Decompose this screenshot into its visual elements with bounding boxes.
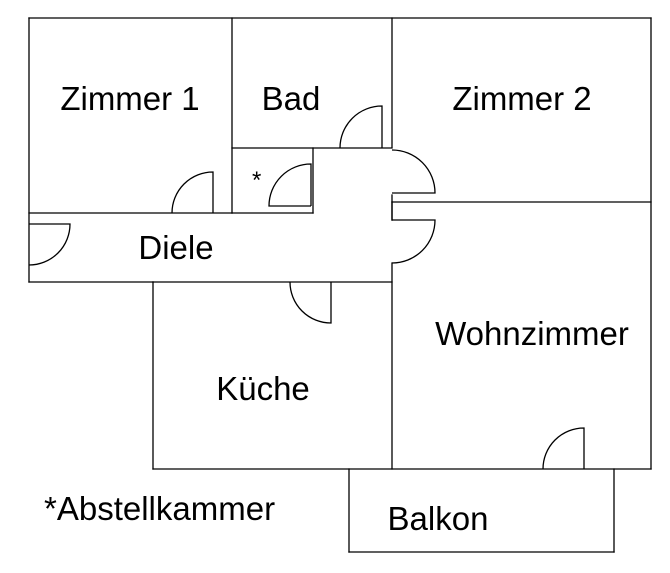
label-diele: Diele: [138, 229, 213, 266]
label-kueche: Küche: [216, 370, 310, 407]
doors: [28, 105, 585, 470]
door-kueche: [289, 281, 332, 324]
door-zimmer1: [171, 171, 214, 214]
door-bad: [339, 105, 383, 149]
label-wohnzimmer: Wohnzimmer: [435, 315, 629, 352]
footnote-abstellkammer: *Abstellkammer: [44, 490, 275, 527]
label-bad: Bad: [262, 80, 321, 117]
door-entry: [28, 223, 71, 266]
door-balkon: [542, 427, 585, 470]
door-zimmer2: [391, 149, 436, 194]
door-wohnzimmer: [391, 219, 436, 264]
walls: [28, 17, 652, 553]
labels: Zimmer 1 Bad Zimmer 2 * Diele Wohnzimmer…: [44, 80, 629, 537]
door-abstellkammer: [268, 163, 312, 207]
label-balkon: Balkon: [388, 500, 489, 537]
label-abstell-marker: *: [252, 167, 261, 194]
label-zimmer1: Zimmer 1: [60, 80, 199, 117]
label-zimmer2: Zimmer 2: [452, 80, 591, 117]
